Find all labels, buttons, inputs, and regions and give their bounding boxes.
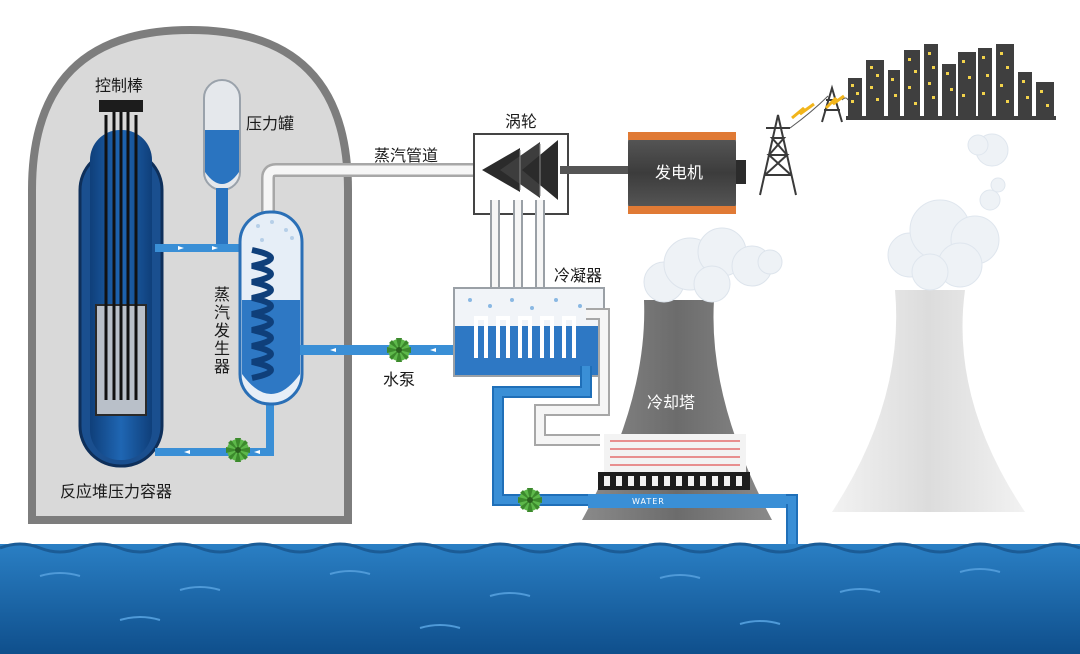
cooling-tower-label: 冷却塔 bbox=[647, 393, 696, 412]
generator-label: 发电机 bbox=[655, 163, 704, 182]
generator-icon bbox=[628, 132, 746, 214]
reactor-vessel-icon bbox=[78, 100, 164, 468]
pressurizer-icon bbox=[203, 79, 241, 244]
electric-spark-icon bbox=[791, 94, 845, 120]
steam-pipe-icon bbox=[261, 163, 482, 220]
control-rods-label: 控制棒 bbox=[95, 76, 144, 95]
water-pump-label: 水泵 bbox=[383, 370, 416, 389]
city-skyline-icon bbox=[846, 44, 1056, 120]
water-channel-label: WATER bbox=[632, 497, 665, 506]
reactor-vessel-label: 反应堆压力容器 bbox=[60, 482, 173, 501]
turbine-icon bbox=[473, 133, 630, 215]
primary-loop-pipe bbox=[155, 244, 274, 456]
pressurizer-label: 压力罐 bbox=[246, 114, 295, 133]
steam-generator-label: 蒸汽发生器 bbox=[211, 286, 230, 376]
transmission-tower-icon bbox=[759, 84, 849, 196]
cooling-pump-icon bbox=[518, 488, 542, 512]
steam-generator-icon bbox=[238, 210, 304, 406]
pump-icon bbox=[387, 338, 411, 362]
primary-pump-icon bbox=[226, 438, 250, 462]
condenser-label: 冷凝器 bbox=[554, 266, 603, 285]
cooling-water-pipe bbox=[492, 308, 798, 545]
sea-water bbox=[0, 542, 1080, 654]
cooling-tower-icon bbox=[582, 227, 786, 520]
steam-cloud-icon bbox=[643, 227, 783, 303]
steam-pipe-label: 蒸汽管道 bbox=[374, 146, 439, 165]
exhaust-steam-pipes bbox=[490, 200, 545, 300]
turbine-label: 涡轮 bbox=[505, 112, 538, 131]
background-cooling-tower-icon bbox=[832, 133, 1025, 512]
condenser-icon bbox=[453, 287, 605, 377]
flow-arrows bbox=[178, 246, 260, 454]
